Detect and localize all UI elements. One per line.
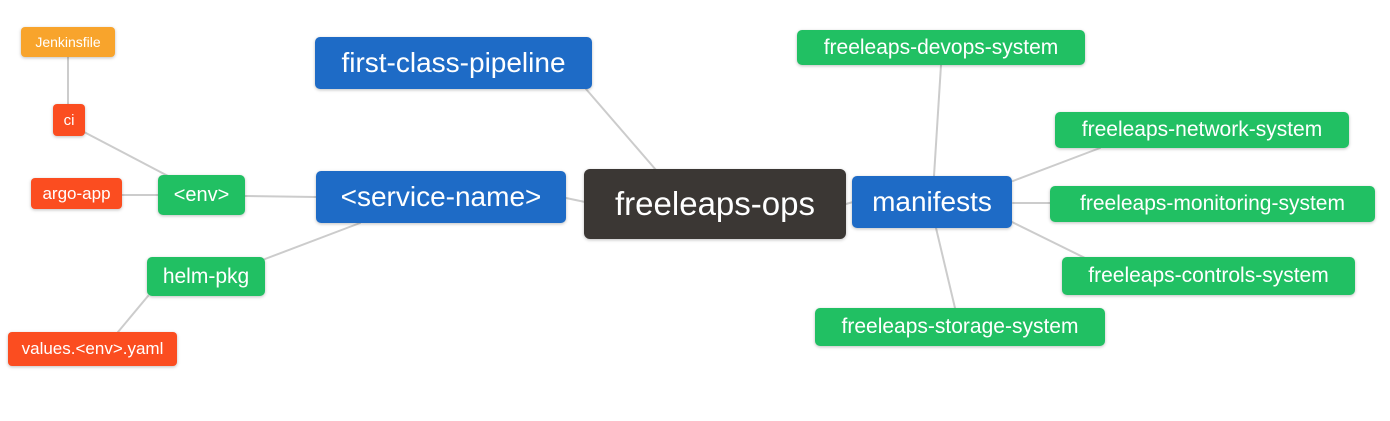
node-freeleaps-devops-system[interactable]: freeleaps-devops-system [797, 30, 1085, 65]
node-argo-app[interactable]: argo-app [31, 178, 122, 209]
edge-pipeline-freeleaps-ops [585, 88, 657, 171]
node-ci[interactable]: ci [53, 104, 85, 136]
edge-service-freeleaps-ops [565, 197, 586, 203]
node-first-class-pipeline[interactable]: first-class-pipeline [315, 37, 592, 89]
edge-manifests-devops [933, 64, 942, 177]
edge-values-helm-pkg [117, 295, 149, 333]
edge-manifests-storage [935, 227, 956, 309]
node-service-name[interactable]: <service-name> [316, 171, 566, 223]
edge-freeleaps-ops-manifests [845, 201, 854, 205]
node-freeleaps-monitoring-system[interactable]: freeleaps-monitoring-system [1050, 186, 1375, 222]
node-env[interactable]: <env> [158, 175, 245, 215]
node-helm-pkg[interactable]: helm-pkg [147, 257, 265, 296]
node-manifests[interactable]: manifests [852, 176, 1012, 228]
node-freeleaps-controls-system[interactable]: freeleaps-controls-system [1062, 257, 1355, 295]
edge-ci-env [83, 131, 169, 177]
node-jenkinsfile[interactable]: Jenkinsfile [21, 27, 115, 57]
edge-helm-pkg-service-name [264, 222, 361, 260]
edge-manifests-network [1012, 147, 1101, 182]
node-values-env-yaml[interactable]: values.<env>.yaml [8, 332, 177, 366]
node-freeleaps-ops-root[interactable]: freeleaps-ops [584, 169, 846, 239]
node-freeleaps-storage-system[interactable]: freeleaps-storage-system [815, 308, 1105, 346]
edge-manifests-controls [1011, 221, 1086, 259]
node-freeleaps-network-system[interactable]: freeleaps-network-system [1055, 112, 1349, 148]
edge-env-service-name [244, 195, 317, 198]
